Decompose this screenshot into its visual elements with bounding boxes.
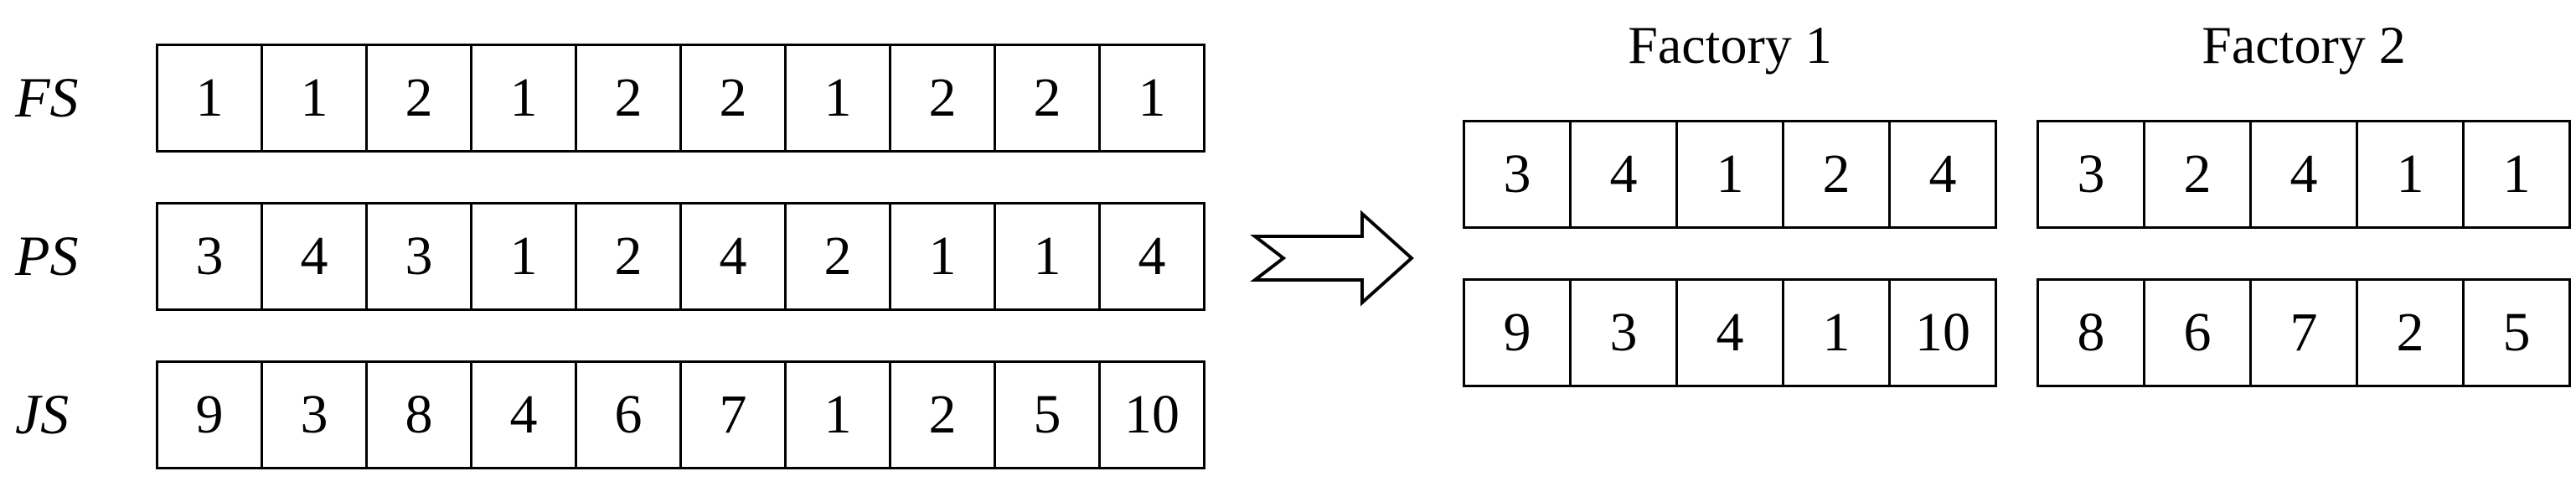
js-cell: 6 [577,363,682,467]
js-sequence: 9 3 8 4 6 7 1 2 5 10 [156,360,1205,469]
factory-2-cell: 4 [2252,122,2358,226]
ps-cell: 2 [787,205,891,308]
ps-cell: 4 [682,205,787,308]
js-cell: 8 [368,363,472,467]
factory-1-cell: 1 [1678,122,1784,226]
js-cell: 9 [158,363,263,467]
ps-cell: 4 [1138,225,1166,287]
factory-1-title: Factory 1 [1628,15,1832,75]
factory-2-job-row: 8 6 7 2 5 [2037,278,2571,387]
factory-1-cell: 3 [1572,281,1678,385]
fs-cell: 1 [472,46,577,150]
row-label-ps: PS [15,224,79,287]
js-cell: 3 [263,363,368,467]
js-cell: 5 [996,363,1101,467]
row-label-fs: FS [15,65,79,129]
factory-2-cell: 3 [2039,122,2145,226]
fs-cell: 1 [263,46,368,150]
factory-1-cell: 9 [1465,281,1572,385]
factory-2-cell: 1 [2502,143,2531,205]
fs-cell: 2 [891,46,996,150]
ps-cell: 1 [891,205,996,308]
factory-1-cell: 4 [1678,281,1784,385]
factory-2-cell: 5 [2502,302,2531,363]
js-cell: 2 [891,363,996,467]
fs-cell: 1 [158,46,263,150]
js-cell: 1 [787,363,891,467]
factory-2-cell: 7 [2252,281,2358,385]
fs-cell: 1 [787,46,891,150]
fs-sequence: 1 1 2 1 2 2 1 2 2 1 [156,44,1205,153]
ps-cell: 4 [263,205,368,308]
ps-cell: 2 [577,205,682,308]
factory-1-cell: 2 [1784,122,1891,226]
factory-2-cell: 2 [2358,281,2465,385]
factory-2-title: Factory 2 [2202,15,2406,75]
right-arrow-icon [1250,210,1414,307]
fs-cell: 1 [1138,67,1166,128]
factory-1-cell: 1 [1784,281,1891,385]
factory-2-cell: 1 [2358,122,2465,226]
fs-cell: 2 [682,46,787,150]
ps-cell: 3 [368,205,472,308]
ps-cell: 1 [472,205,577,308]
js-cell: 7 [682,363,787,467]
fs-cell: 2 [368,46,472,150]
factory-1-job-row: 9 3 4 1 10 [1463,278,1997,387]
fs-cell: 2 [996,46,1101,150]
factory-1-cell: 4 [1572,122,1678,226]
js-cell: 10 [1124,384,1180,445]
factory-2-cell: 6 [2145,281,2252,385]
fs-cell: 2 [577,46,682,150]
factory-1-cell: 10 [1915,302,1970,363]
factory-1-sequence-row: 3 4 1 2 4 [1463,120,1997,229]
factory-2-cell: 2 [2145,122,2252,226]
ps-sequence: 3 4 3 1 2 4 2 1 1 4 [156,202,1205,311]
ps-cell: 3 [158,205,263,308]
factory-1-cell: 4 [1928,143,1957,205]
factory-2-cell: 8 [2039,281,2145,385]
ps-cell: 1 [996,205,1101,308]
js-cell: 4 [472,363,577,467]
row-label-js: JS [15,382,70,446]
factory-2-sequence-row: 3 2 4 1 1 [2037,120,2571,229]
factory-1-cell: 3 [1465,122,1572,226]
